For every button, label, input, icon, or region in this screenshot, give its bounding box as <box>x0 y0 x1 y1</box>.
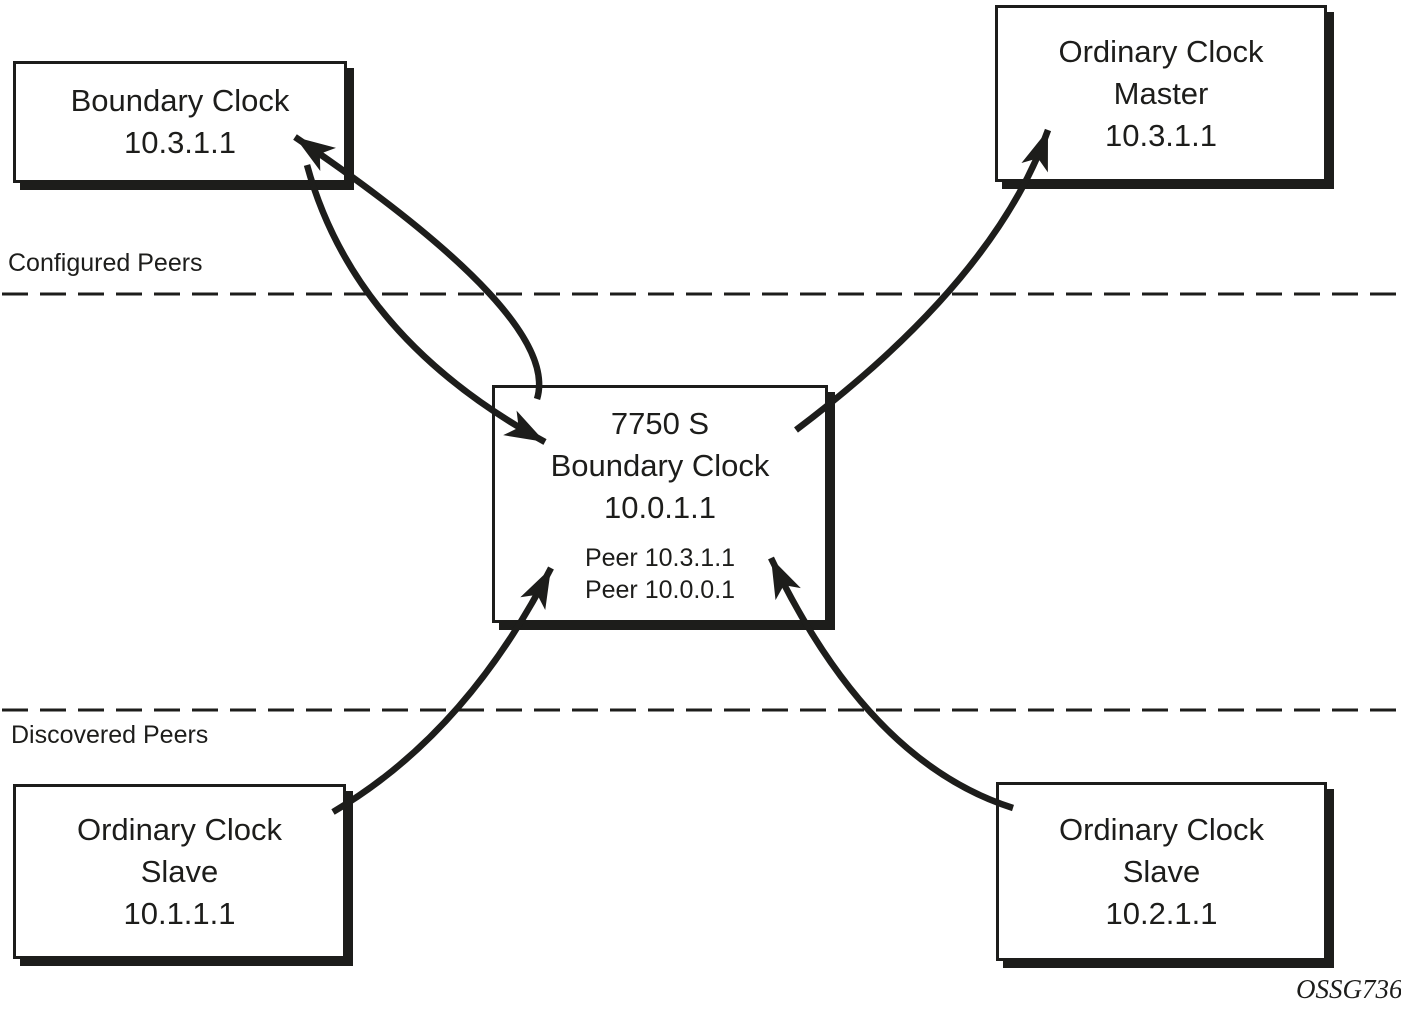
discovered-peers-label: Discovered Peers <box>11 721 209 749</box>
node-ordinary-clock-master: Ordinary Clock Master 10.3.1.1 <box>995 5 1327 182</box>
node-central-model: 7750 S <box>610 405 710 441</box>
node-slave-left-role: Slave <box>140 853 219 889</box>
configured-peers-label: Configured Peers <box>8 249 203 277</box>
node-slave-right-address: 10.2.1.1 <box>1105 895 1218 931</box>
node-ordinary-clock-slave-right: Ordinary Clock Slave 10.2.1.1 <box>996 782 1327 961</box>
node-slave-right-role: Slave <box>1122 853 1201 889</box>
node-slave-left-address: 10.1.1.1 <box>123 895 236 931</box>
figure-code: OSSG736 <box>1296 974 1401 1004</box>
node-ordinary-clock-slave-left: Ordinary Clock Slave 10.1.1.1 <box>13 784 346 959</box>
node-boundary-clock-address: 10.3.1.1 <box>123 125 237 160</box>
node-master-address: 10.3.1.1 <box>1104 117 1218 153</box>
node-central-address: 10.0.1.1 <box>603 489 717 525</box>
node-master-role: Master <box>1113 75 1209 111</box>
peer-entry: Peer 10.3.1.1 <box>584 543 736 572</box>
node-slave-right-title: Ordinary Clock <box>1059 811 1264 847</box>
node-boundary-clock: Boundary Clock 10.3.1.1 <box>13 61 347 183</box>
node-central-title: Boundary Clock <box>550 447 770 483</box>
node-central-boundary-clock: 7750 S Boundary Clock 10.0.1.1 Peer 10.3… <box>492 385 828 623</box>
node-slave-left-title: Ordinary Clock <box>77 811 282 847</box>
node-boundary-clock-title: Boundary Clock <box>70 83 290 118</box>
peer-entry: Peer 10.0.0.1 <box>584 575 736 604</box>
node-central-peer-list: Peer 10.3.1.1 Peer 10.0.0.1 <box>585 542 735 606</box>
node-master-title: Ordinary Clock <box>1058 33 1264 69</box>
